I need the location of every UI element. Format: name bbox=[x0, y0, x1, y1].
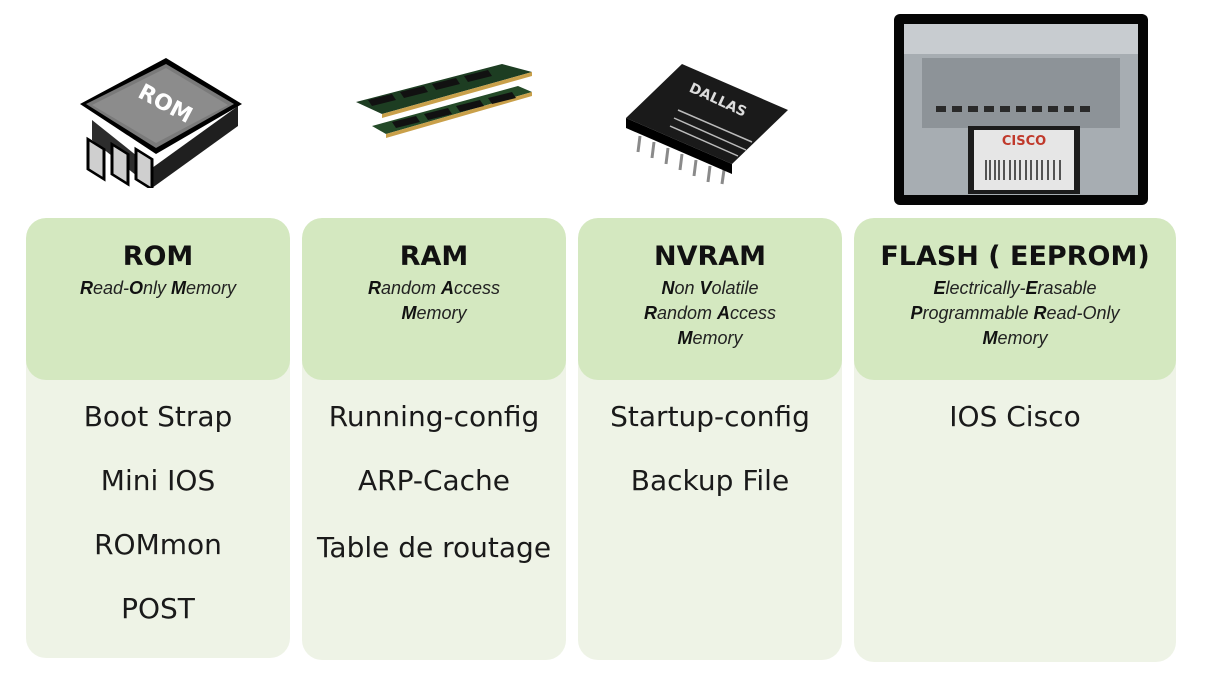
subtitle-line: Programmable Read-Only bbox=[910, 303, 1120, 323]
rom-items: Boot Strap Mini IOS ROMmon POST bbox=[26, 380, 290, 626]
ram-card: RAM Random Access Memory Running-config … bbox=[302, 218, 566, 660]
subtitle-line: Non Volatile bbox=[661, 278, 759, 298]
list-item: Startup-config bbox=[610, 400, 810, 433]
subtitle-line: Memory bbox=[677, 328, 743, 348]
list-item: Mini IOS bbox=[100, 464, 216, 497]
ram-items: Running-config ARP-Cache Table de routag… bbox=[302, 380, 566, 568]
subtitle-line: Electrically-Erasable bbox=[933, 278, 1097, 298]
flash-card-image: CISCO bbox=[894, 14, 1148, 205]
rom-card-header: ROM Read-Only Memory bbox=[26, 218, 290, 380]
flash-title: FLASH ( EEPROM) bbox=[880, 241, 1150, 272]
subtitle-line: Random Access bbox=[367, 278, 501, 298]
list-item: ROMmon bbox=[94, 528, 222, 561]
flash-card-header: FLASH ( EEPROM) Electrically-Erasable Pr… bbox=[854, 218, 1176, 380]
list-item: POST bbox=[121, 592, 195, 625]
flash-card-label: CISCO bbox=[1002, 134, 1046, 149]
ram-subtitle: Random Access Memory bbox=[302, 272, 566, 326]
nvram-subtitle: Non Volatile Random Access Memory bbox=[578, 272, 842, 351]
list-item: Boot Strap bbox=[83, 400, 233, 433]
ram-module-image bbox=[352, 62, 532, 150]
nvram-card-header: NVRAM Non Volatile Random Access Memory bbox=[578, 218, 842, 380]
subtitle-line: Memory bbox=[982, 328, 1048, 348]
rom-chip-image: ROM bbox=[70, 48, 250, 192]
flash-subtitle: Electrically-Erasable Programmable Read-… bbox=[854, 272, 1176, 351]
list-item: Backup File bbox=[630, 464, 790, 497]
subtitle-line: Random Access bbox=[643, 303, 777, 323]
nvram-items: Startup-config Backup File bbox=[578, 380, 842, 498]
ram-card-header: RAM Random Access Memory bbox=[302, 218, 566, 380]
subtitle-line: Memory bbox=[401, 303, 467, 323]
list-item: Running-config bbox=[328, 400, 540, 433]
flash-items: IOS Cisco bbox=[854, 380, 1176, 434]
nvram-title: NVRAM bbox=[653, 241, 767, 272]
nvram-chip-image: DALLAS bbox=[620, 60, 792, 185]
rom-title: ROM bbox=[122, 241, 194, 272]
ram-title: RAM bbox=[399, 241, 469, 272]
list-item: ARP-Cache bbox=[357, 464, 511, 497]
nvram-card: NVRAM Non Volatile Random Access Memory … bbox=[578, 218, 842, 660]
list-item: Table de routage bbox=[316, 531, 552, 564]
rom-subtitle: Read-Only Memory bbox=[26, 272, 290, 301]
flash-card: FLASH ( EEPROM) Electrically-Erasable Pr… bbox=[854, 218, 1176, 662]
rom-card: ROM Read-Only Memory Boot Strap Mini IOS… bbox=[26, 218, 290, 658]
subtitle-line: Read-Only Memory bbox=[79, 278, 237, 298]
list-item: IOS Cisco bbox=[949, 400, 1081, 433]
